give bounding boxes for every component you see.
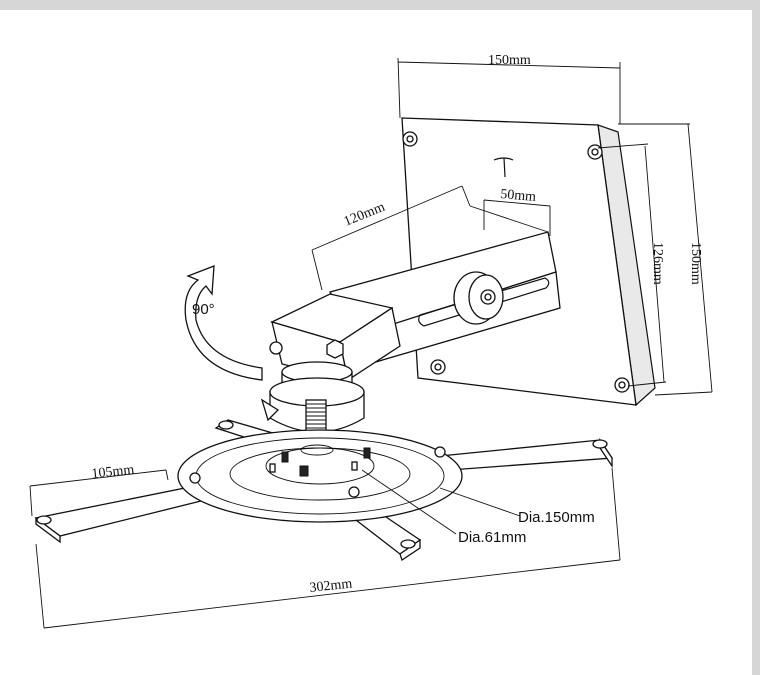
- dim-plate-height: 150mm: [688, 242, 703, 285]
- dim-total-span: 302mm: [309, 577, 353, 596]
- leg-right: [438, 439, 614, 471]
- dim-leg-length: 105mm: [91, 463, 135, 482]
- rotation-label: 90°: [192, 301, 215, 318]
- tilt-joint: [260, 293, 401, 451]
- dim-arm-length: 120mm: [342, 200, 387, 230]
- outer-ring: [177, 429, 463, 523]
- arm-slot: [418, 277, 550, 327]
- dimension-lines: [29, 57, 713, 629]
- inner-ring: [265, 447, 375, 485]
- spider-base: [34, 419, 614, 562]
- dim-hole-spacing: 126mm: [650, 242, 665, 285]
- rotation-arrow: [184, 265, 263, 381]
- top-border-bar: [0, 0, 760, 10]
- dim-plate-width: 150mm: [488, 53, 531, 68]
- t-marker: [493, 157, 514, 178]
- outer-ring-label: Dia.150mm: [518, 509, 595, 526]
- right-border-bar: [752, 0, 760, 675]
- leg-left: [34, 485, 207, 537]
- inner-ring-label: Dia.61mm: [458, 529, 526, 546]
- dim-slot-length: 50mm: [500, 187, 537, 205]
- tilt-bolt: [326, 339, 344, 359]
